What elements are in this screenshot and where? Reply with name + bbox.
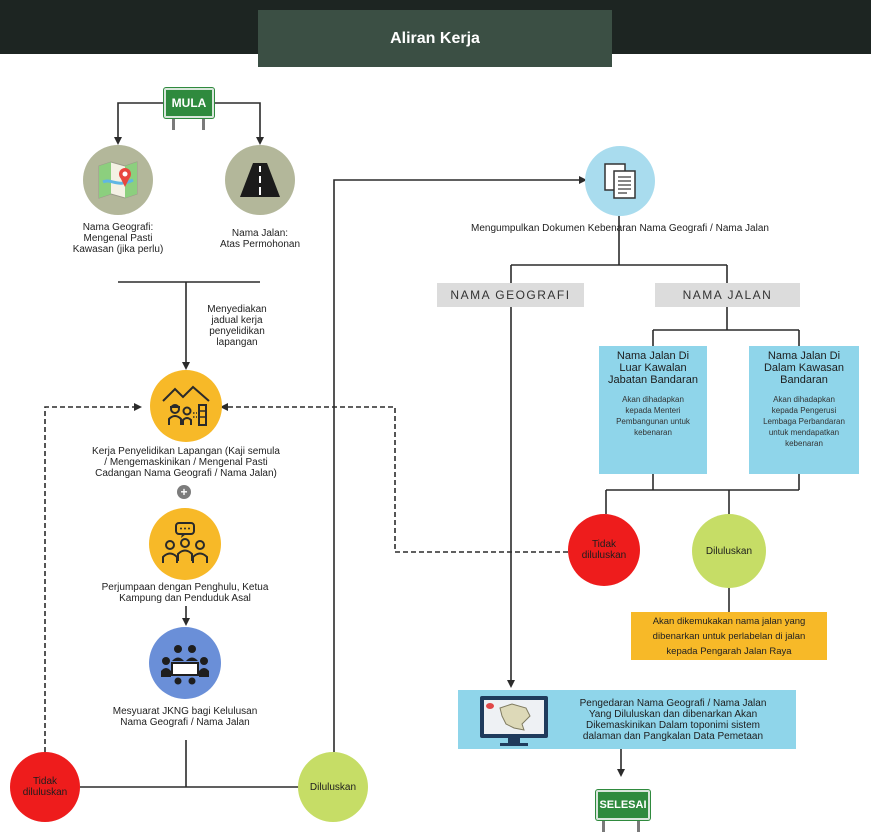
left-approved-circle: Diluluskan	[298, 752, 368, 822]
road-inside-municipal-box: Nama Jalan Di Dalam Kawasan Bandaran Aka…	[749, 346, 859, 474]
documents-icon-circle	[585, 146, 655, 216]
end-sign-post-left	[602, 808, 605, 832]
jkng-label: Mesyuarat JKNG bagi Kelulusan Nama Geogr…	[112, 706, 258, 728]
monitor-map-icon	[480, 696, 548, 746]
distribution-box: Pengedaran Nama Geografi / Nama Jalan Ya…	[458, 690, 796, 749]
page-title: Aliran Kerja	[258, 10, 612, 67]
left-rejected-circle: Tidak diluluskan	[10, 752, 80, 822]
road-outside-title: Nama Jalan Di Luar Kawalan Jabatan Banda…	[608, 350, 698, 386]
meeting-label: Perjumpaan dengan Penghulu, Ketua Kampun…	[101, 582, 269, 604]
right-approved-circle: Diluluskan	[692, 514, 766, 588]
right-rejected-label: Tidak diluluskan	[581, 539, 627, 561]
distribution-label: Pengedaran Nama Geografi / Nama Jalan Ya…	[579, 698, 767, 742]
map-icon	[98, 161, 138, 199]
jkng-meeting-icon-circle	[149, 627, 221, 699]
collect-documents-label: Mengumpulkan Dokumen Kebenaran Nama Geog…	[471, 223, 769, 234]
end-sign-post-right	[637, 808, 640, 832]
board-meeting-icon	[161, 645, 209, 685]
schedule-note: Menyediakan jadual kerja penyelidikan la…	[207, 304, 267, 348]
road-inside-title: Nama Jalan Di Dalam Kawasan Bandaran	[763, 350, 845, 386]
map-icon-circle	[83, 145, 153, 215]
road-authority-note: Akan dikemukakan nama jalan yang dibenar…	[631, 612, 827, 660]
right-rejected-circle: Tidak diluluskan	[568, 514, 640, 586]
head-nama-geografi: NAMA GEOGRAFI	[437, 283, 584, 307]
start-sign: MULA	[164, 88, 214, 118]
road-outside-body: Akan dihadapkan kepada Menteri Pembangun…	[616, 395, 690, 437]
surveyor-icon	[162, 385, 210, 426]
head-nama-jalan: NAMA JALAN	[655, 283, 800, 307]
left-approved-label: Diluluskan	[309, 781, 357, 793]
community-meeting-icon-circle	[149, 508, 221, 580]
nama-geografi-label: Nama Geografi: Mengenal Pasti Kawasan (j…	[72, 222, 164, 255]
fieldwork-label: Kerja Penyelidikan Lapangan (Kaji semula…	[92, 446, 280, 479]
sign-post-left	[172, 108, 175, 130]
documents-icon	[604, 163, 636, 199]
sign-post-right	[202, 108, 205, 130]
road-inside-body: Akan dihadapkan kepada Pengerusi Lembaga…	[763, 395, 845, 448]
road-icon	[240, 163, 280, 197]
road-outside-municipal-box: Nama Jalan Di Luar Kawalan Jabatan Banda…	[599, 346, 707, 474]
plus-icon: +	[177, 485, 191, 499]
discussion-icon	[162, 522, 208, 563]
road-icon-circle	[225, 145, 295, 215]
left-rejected-label: Tidak diluluskan	[22, 776, 68, 798]
nama-jalan-label: Nama Jalan: Atas Permohonan	[219, 228, 301, 250]
right-approved-label: Diluluskan	[705, 545, 753, 557]
end-sign: SELESAI	[596, 790, 650, 820]
fieldwork-icon-circle	[150, 370, 222, 442]
